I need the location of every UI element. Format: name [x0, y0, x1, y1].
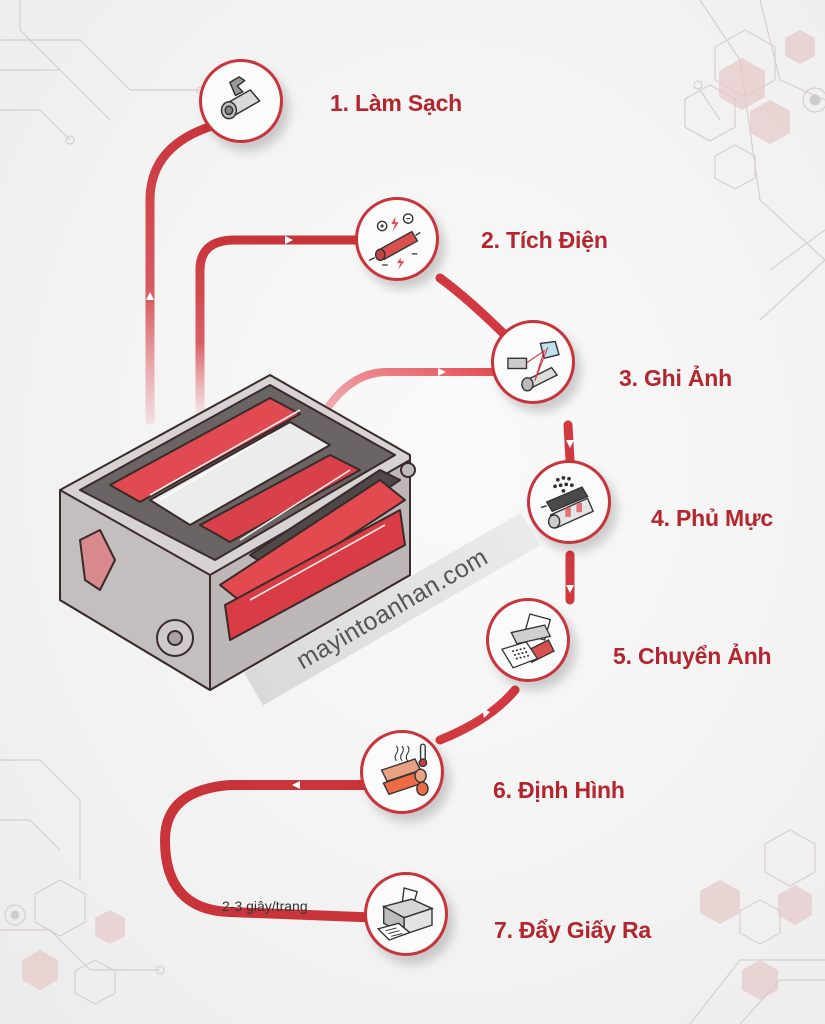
step-4-label: 4. Phủ Mực: [651, 505, 774, 531]
step-6-label: 6. Định Hình: [493, 777, 625, 803]
step-2-label: 2. Tích Điện: [481, 227, 608, 253]
paper-transfer-icon: [501, 613, 555, 669]
step-6-circle: [360, 730, 444, 814]
step-4-circle: [527, 460, 611, 544]
toner-roller-icon: [540, 476, 595, 529]
timing-note: 2-3 giây/trang: [222, 898, 308, 914]
printer-output-icon: [376, 887, 434, 941]
laser-mirror-drum-icon: [507, 340, 560, 392]
step-3-circle: [491, 320, 575, 404]
cleaning-roller-icon: [220, 76, 261, 120]
step-7-circle: [364, 872, 448, 956]
step-1-label: 1. Làm Sạch: [330, 90, 463, 116]
step-7-label: 7. Đẩy Giấy Ra: [494, 917, 652, 943]
step-5-label: 5. Chuyển Ảnh: [613, 643, 772, 669]
step-5-circle: [486, 598, 570, 682]
charged-roller-icon: [368, 213, 421, 270]
step-2-circle: [355, 197, 439, 281]
step-3-label: 3. Ghi Ảnh: [619, 365, 733, 391]
step-1-circle: [199, 59, 283, 143]
fuser-rollers-icon: [380, 743, 429, 796]
